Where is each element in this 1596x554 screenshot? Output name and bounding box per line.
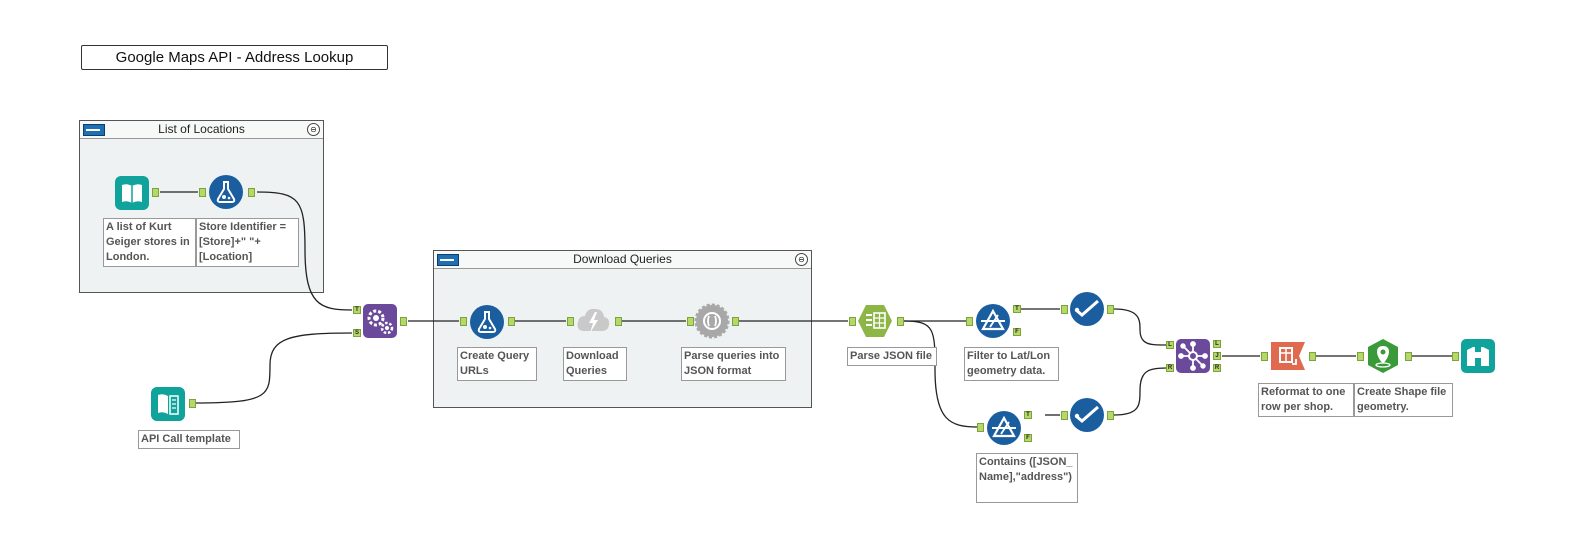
annotation-download: Download Queries <box>563 347 627 381</box>
annotation-parse-queries: Parse queries into JSON format <box>681 347 786 381</box>
input-anchor[interactable] <box>1357 352 1364 361</box>
binoculars-browse-icon <box>1461 339 1495 373</box>
input-anchor[interactable] <box>687 317 694 326</box>
container-title: List of Locations <box>158 122 245 136</box>
browse-tool[interactable] <box>1460 338 1496 374</box>
true-anchor[interactable]: T <box>1024 411 1032 419</box>
input-anchor[interactable] <box>567 317 574 326</box>
select-tool[interactable] <box>1069 291 1105 327</box>
output-anchor[interactable] <box>615 317 622 326</box>
select-tool[interactable] <box>1069 397 1105 433</box>
output-anchor[interactable] <box>1107 411 1114 420</box>
container-toggle-icon[interactable] <box>437 254 459 266</box>
formula-tool[interactable] <box>469 304 505 340</box>
container-title: Download Queries <box>573 252 672 266</box>
text-input-book-icon <box>151 387 185 421</box>
formula-tool[interactable] <box>208 174 244 210</box>
false-anchor[interactable]: F <box>1013 328 1021 336</box>
filter-tool[interactable] <box>986 410 1022 446</box>
book-input-icon <box>115 176 149 210</box>
append-fields-tool[interactable] <box>362 303 398 339</box>
triangle-filter-icon <box>987 411 1021 445</box>
flask-formula-icon <box>209 175 243 209</box>
input-anchor[interactable] <box>460 317 467 326</box>
left-anchor[interactable]: L <box>1166 341 1174 349</box>
download-tool[interactable] <box>575 303 611 339</box>
lightning-cloud-download-icon <box>577 308 610 333</box>
output-anchor[interactable] <box>1405 352 1412 361</box>
json-parse-tool[interactable] <box>694 303 730 339</box>
join-right-output-anchor[interactable]: R <box>1213 364 1221 372</box>
output-anchor[interactable] <box>152 188 159 197</box>
source-anchor[interactable]: S <box>353 329 361 337</box>
output-anchor[interactable] <box>508 317 515 326</box>
right-anchor[interactable]: R <box>1166 364 1174 372</box>
annotation-text-input: API Call template <box>138 430 240 449</box>
annotation-formula-store: Store Identifier = [Store]+" "+ [Locatio… <box>196 218 299 267</box>
flask-formula-icon <box>470 305 504 339</box>
triangle-filter-icon <box>976 304 1010 338</box>
checkmark-select-icon <box>1070 292 1104 326</box>
output-anchor[interactable] <box>189 399 196 408</box>
output-anchor[interactable] <box>1309 352 1316 361</box>
annotation-filter-contains: Contains ([JSON_Name],"address") <box>976 453 1078 503</box>
collapse-icon[interactable]: ⊖ <box>795 253 808 266</box>
hexagon-parse-icon <box>858 305 892 337</box>
create-points-tool[interactable] <box>1365 338 1401 374</box>
text-to-columns-tool[interactable] <box>857 303 893 339</box>
cross-tab-tool[interactable] <box>1270 338 1306 374</box>
false-anchor[interactable]: F <box>1024 434 1032 442</box>
container-header[interactable]: List of Locations ⊖ <box>80 121 323 139</box>
annotation-reformat: Reformat to one row per shop. <box>1258 383 1354 417</box>
map-pin-create-points-icon <box>1368 339 1398 373</box>
true-anchor[interactable]: T <box>1013 305 1021 313</box>
input-anchor[interactable] <box>1261 352 1268 361</box>
collapse-icon[interactable]: ⊖ <box>307 123 320 136</box>
filter-tool[interactable] <box>975 303 1011 339</box>
text-input-tool[interactable] <box>150 386 186 422</box>
join-tool[interactable] <box>1175 338 1211 374</box>
input-data-tool[interactable] <box>114 175 150 211</box>
output-anchor[interactable] <box>1107 305 1114 314</box>
crosstab-reformat-icon <box>1271 342 1305 370</box>
network-join-icon <box>1176 339 1210 373</box>
gear-json-parse-icon <box>694 303 730 339</box>
output-anchor[interactable] <box>897 317 904 326</box>
container-toggle-icon[interactable] <box>83 124 105 136</box>
annotation-input-list: A list of Kurt Geiger stores in London. <box>103 218 196 267</box>
input-anchor[interactable] <box>977 423 984 432</box>
output-anchor[interactable] <box>732 317 739 326</box>
annotation-create-shape: Create Shape file geometry. <box>1354 383 1453 417</box>
annotation-filter-latlon: Filter to Lat/Lon geometry data. <box>964 347 1059 381</box>
input-anchor[interactable] <box>1061 411 1068 420</box>
annotation-create-query: Create Query URLs <box>457 347 537 381</box>
target-anchor[interactable]: T <box>353 306 361 314</box>
input-anchor[interactable] <box>199 188 206 197</box>
input-anchor[interactable] <box>849 317 856 326</box>
workflow-title: Google Maps API - Address Lookup <box>81 45 388 70</box>
checkmark-select-icon <box>1070 398 1104 432</box>
join-left-output-anchor[interactable]: L <box>1213 340 1221 348</box>
input-anchor[interactable] <box>966 317 973 326</box>
input-anchor[interactable] <box>1452 352 1459 361</box>
gears-append-icon <box>363 304 397 338</box>
join-output-anchor[interactable]: J <box>1213 352 1221 360</box>
container-header[interactable]: Download Queries ⊖ <box>434 251 811 269</box>
output-anchor[interactable] <box>248 188 255 197</box>
output-anchor[interactable] <box>400 317 407 326</box>
annotation-parse-json: Parse JSON file <box>847 347 937 366</box>
input-anchor[interactable] <box>1061 305 1068 314</box>
